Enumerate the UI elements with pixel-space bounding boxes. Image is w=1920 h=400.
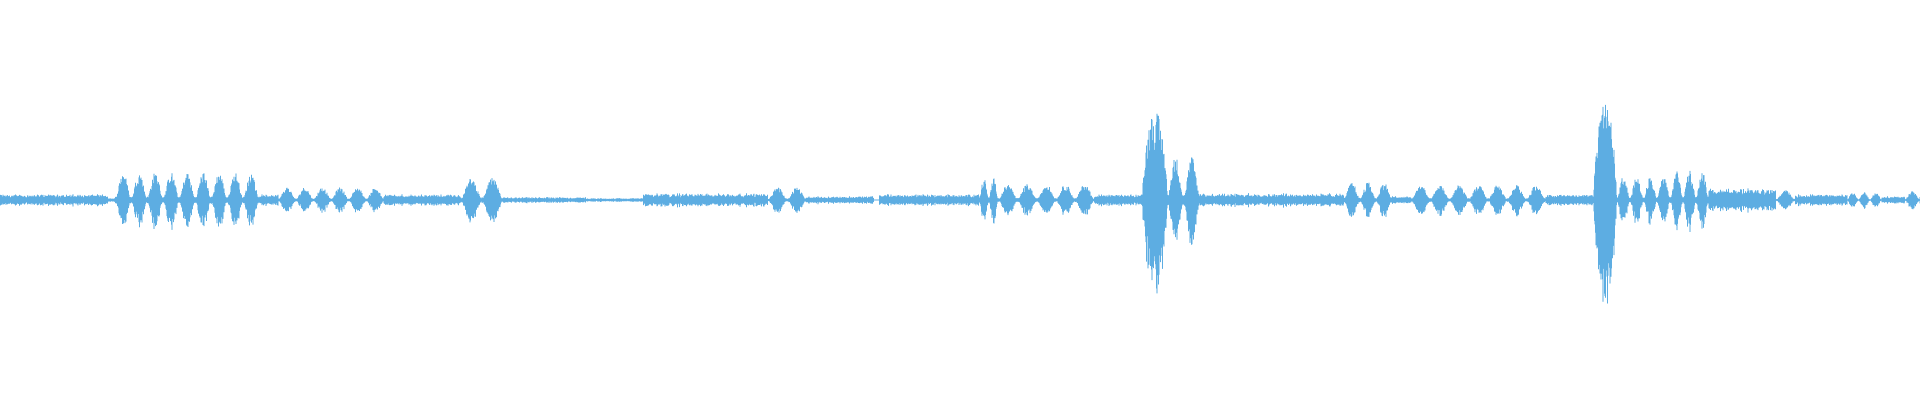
waveform-trace — [0, 104, 1920, 304]
